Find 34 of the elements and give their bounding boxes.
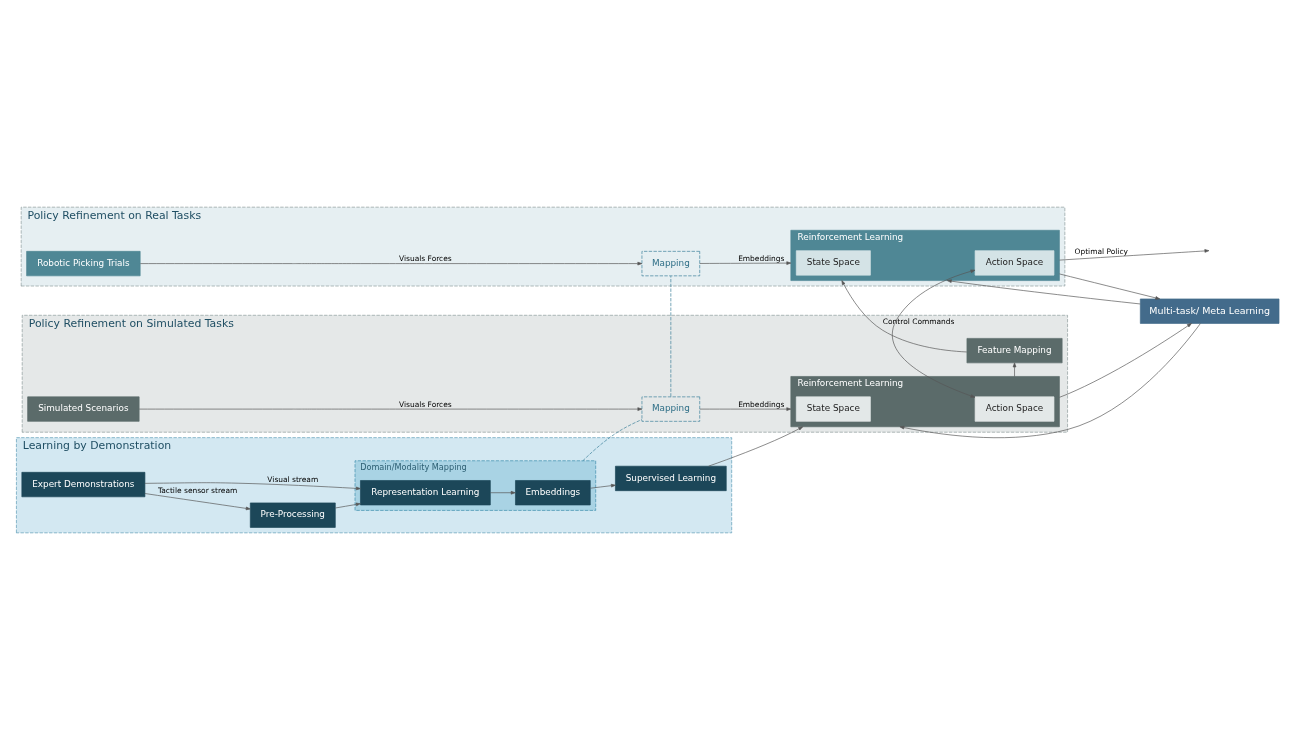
node-box: Embeddings [515,480,591,506]
node-box: Mapping [641,396,701,422]
arrow [841,280,968,353]
arrow [490,490,516,495]
arrow [144,493,251,511]
node-box: Supervised Learning [615,465,727,492]
arrow [590,483,616,489]
node-box: Pre-Processing [249,502,336,528]
connector [670,275,672,397]
node-box: Mapping [641,251,701,277]
arrow [140,261,643,266]
arrow [138,407,643,411]
connector [582,419,643,462]
node-box: State Space [795,250,871,276]
node-box: Action Space [974,396,1055,422]
node-box: Robotic Picking Trials [26,251,141,277]
node-box: Expert Demonstrations [21,472,146,498]
arrow [699,261,792,265]
arrow [1059,249,1210,261]
arrow [891,269,976,398]
arrow [1059,273,1161,300]
arrow [899,323,1201,439]
node-box: Feature Mapping [966,338,1063,364]
arrow [708,426,804,467]
arrow [1012,362,1017,377]
node-box: State Space [795,396,871,422]
node-box: Simulated Scenarios [27,396,140,422]
arrow [946,279,1141,305]
arrow [144,482,361,491]
arrow [699,407,792,411]
arrow [1059,323,1192,398]
node-box: Action Space [974,250,1055,276]
node-box: Representation Learning [360,480,491,506]
arrow [335,502,361,509]
